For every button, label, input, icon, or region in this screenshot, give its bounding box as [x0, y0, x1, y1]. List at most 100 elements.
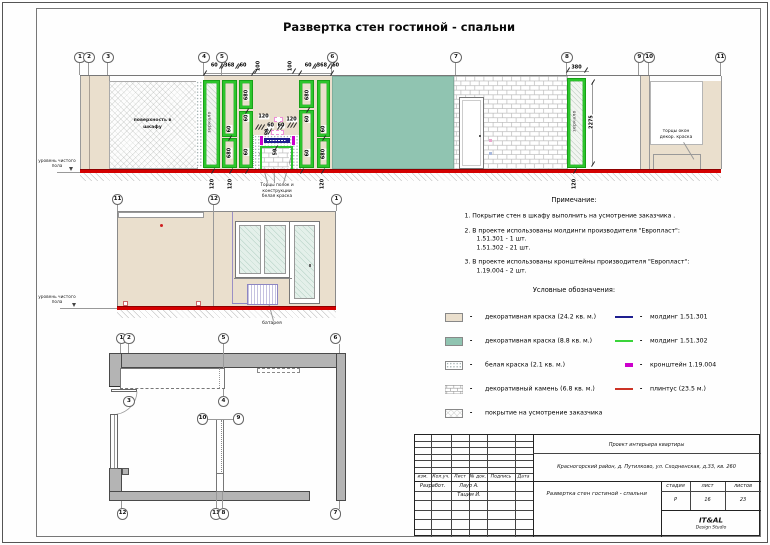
molding-panel: [222, 138, 237, 168]
leader-line: [223, 344, 224, 368]
marker-leader-line: [335, 204, 337, 211]
legend-label-plinth: плинтус (23.5 м.): [650, 385, 706, 393]
note-3a: 1.19.004 - 2 шт.: [476, 267, 527, 274]
bracket-right: [292, 136, 296, 145]
mid-floor-note-line1: уровень чистого: [38, 294, 76, 300]
dimension-label: 60: [239, 61, 247, 69]
dimension-label: 680: [226, 147, 233, 159]
dimension-label: 100: [255, 60, 262, 72]
tb-line: [414, 466, 533, 468]
legend-label-brick: декоративный камень (6.8 кв. м.): [485, 385, 595, 393]
wall-joint-2: [88, 76, 90, 170]
legend-rect-magenta: [624, 362, 633, 368]
tb-drawing-name: Развертка стен гостиной - спальни: [546, 491, 647, 497]
note-3: 3. В проекте использованы кронштейны про…: [464, 258, 690, 265]
legend-label-molding2: молдинг 1.51.302: [650, 337, 708, 345]
tb-line: [532, 453, 761, 455]
ceiling-light-dot: [159, 223, 163, 227]
tb-line: [515, 434, 516, 537]
plan-marker: 5: [217, 332, 230, 345]
floor-level-note: уровень чистого пола: [36, 159, 78, 170]
bracket-symbol-top: [273, 116, 283, 122]
door-handle: [478, 135, 482, 137]
plan-door-leaf: [110, 388, 137, 392]
note-2a: 1.51.301 - 1 шт.: [476, 235, 527, 243]
tb-line: [414, 519, 533, 521]
molding-panel: [316, 138, 331, 168]
radiator-label: батарея: [262, 320, 282, 326]
plan-marker: 4: [217, 395, 230, 408]
bracket-left: [259, 136, 263, 145]
elevation-marker: 11: [111, 193, 124, 206]
legend-dash: -: [469, 361, 473, 369]
tb-col-dok: № док.: [469, 474, 487, 480]
legend-swatch-beige: [445, 312, 463, 322]
molding-panel: [316, 79, 331, 137]
dimension-label: 60: [242, 147, 250, 156]
plan-wall-bump: [122, 468, 129, 475]
plan-door-jamb: [109, 385, 122, 387]
dimension-label: 2275: [587, 114, 595, 130]
balcony-door-pane: [293, 224, 315, 300]
tb-col-list: Лист: [454, 474, 466, 480]
socket-right: [196, 300, 202, 306]
dimension-label: 60: [266, 121, 275, 129]
plan-wall-top: [109, 352, 346, 368]
note-1: 1. Покрытие стен в шкафу выполнить на ус…: [464, 212, 676, 219]
sheet-inner-frame: [36, 8, 761, 537]
door-handle-mark: [308, 263, 311, 267]
dimension-label: 368: [316, 61, 328, 69]
legend-dash: -: [469, 385, 473, 393]
tb-line: [414, 509, 533, 511]
marker-leader-line: [203, 62, 204, 76]
bracket-symbol-mid: [271, 129, 284, 135]
tb-line: [469, 434, 470, 537]
floor-note-line2: пола: [51, 164, 63, 170]
tb-line: [661, 491, 761, 492]
notes-heading: Примечание:: [551, 196, 597, 204]
tb-line: [725, 481, 726, 510]
dimension-label: 120: [318, 177, 326, 190]
wardrobe-label-line2: шкафу: [143, 124, 162, 130]
floor-note-line1: уровень чистого: [38, 158, 76, 164]
plan-shelf: [256, 368, 300, 374]
shelf-note-line3: белая краска: [261, 194, 293, 200]
dimension-label: 60: [226, 125, 233, 133]
window-pane-right: [264, 224, 287, 274]
ground-hatch: [79, 172, 721, 182]
tb-stage: Р: [673, 497, 678, 504]
dimension-label: 60: [304, 114, 311, 123]
legend-dash: -: [639, 337, 643, 345]
dimension-label: 120: [570, 177, 578, 190]
plan-wardrobe: [119, 367, 225, 389]
legend-swatch-brick: [445, 384, 463, 394]
tb-developed: Разработ.: [419, 482, 446, 489]
legend-line-green: [615, 340, 633, 342]
elevation-marker: 1: [330, 193, 343, 206]
tb-studio-sub: Design Studio: [695, 525, 727, 531]
legend-label-custom: покрытие на усмотрение заказчика: [485, 409, 603, 417]
note-2: 2. В проекте использованы молдинги произ…: [464, 227, 680, 235]
legend-dash: -: [469, 337, 473, 345]
elevation-marker: 6: [326, 51, 339, 64]
legend-dash: -: [469, 409, 473, 417]
plan-wall-bottom: [109, 491, 310, 501]
mirror-left-label: зеркало: [207, 111, 213, 133]
shelf-note-line1: Торцы полок и: [260, 183, 294, 188]
firebox-brick: [262, 148, 290, 169]
marker-leader-line: [648, 62, 649, 76]
dimension-label: 680: [319, 147, 327, 160]
mirror-right-label: зеркало: [572, 110, 578, 132]
dimension-label: 60: [319, 125, 327, 133]
dimension-label: 60: [304, 61, 312, 69]
plan-window-line2: [113, 413, 115, 469]
dimension-label: 120: [285, 116, 298, 123]
door: [458, 97, 484, 170]
tb-line: [431, 434, 432, 537]
tb-line: [690, 481, 691, 510]
tb-line: [661, 481, 662, 537]
note-2b: 1.51.302 - 21 шт.: [476, 244, 531, 252]
marker-leader-line: [566, 62, 567, 76]
elevation-marker: 2: [83, 51, 95, 64]
